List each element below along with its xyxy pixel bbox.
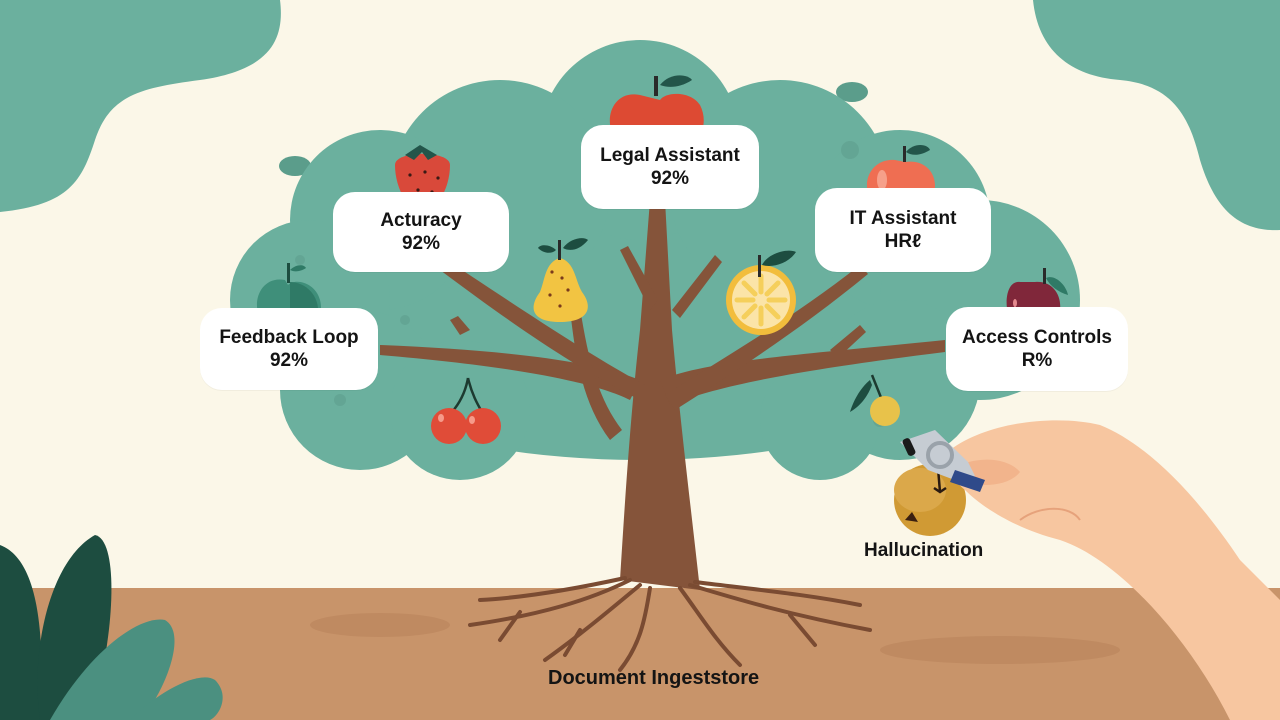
background-blobs <box>0 0 1280 231</box>
legal-assistant-value: 92% <box>650 168 690 189</box>
rotten-fruit-icon <box>894 464 966 536</box>
pear-icon <box>533 238 588 322</box>
legal-assistant-card: Legal Assistant 92% <box>581 125 759 209</box>
document-ingest-label: Document Ingeststore <box>548 667 760 689</box>
feedback-loop-title: Feedback Loop <box>219 327 359 348</box>
it-assistant-title: IT Assistant <box>849 208 957 229</box>
hallucination-label: Hallucination <box>864 540 984 561</box>
access-controls-value: R% <box>1021 350 1053 371</box>
tree-roots <box>468 576 872 672</box>
accuracy-card: Acturacy 92% <box>333 192 509 272</box>
feedback-loop-card: Feedback Loop 92% <box>200 308 378 390</box>
pruning-shears-icon <box>900 430 985 492</box>
access-controls-card: Access Controls R% <box>946 307 1128 391</box>
accuracy-title: Acturacy <box>380 210 462 231</box>
access-controls-title: Access Controls <box>962 327 1112 348</box>
it-assistant-value: HRℓ <box>884 231 922 252</box>
small-yellow-fruit-icon <box>850 374 900 426</box>
accuracy-value: 92% <box>401 233 441 254</box>
foreground-plant <box>0 535 223 720</box>
it-assistant-card: IT Assistant HRℓ <box>815 188 991 272</box>
legal-assistant-title: Legal Assistant <box>600 145 740 166</box>
lemon-slice-icon <box>726 250 796 335</box>
cherries-icon <box>431 377 501 444</box>
tree-trunk <box>380 200 945 590</box>
feedback-loop-value: 92% <box>269 350 309 371</box>
